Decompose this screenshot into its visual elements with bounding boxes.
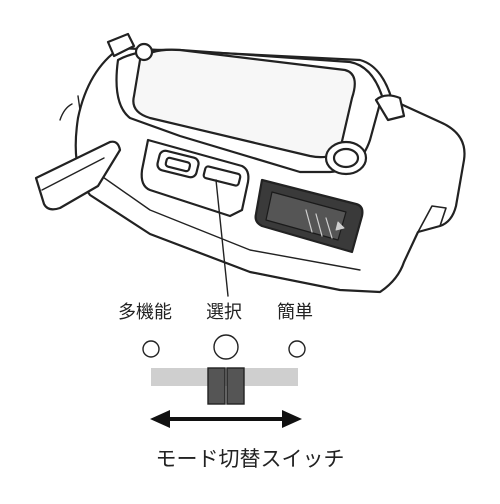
- mode-label-simple: 簡単: [277, 302, 313, 323]
- mode-indicator-select: [213, 334, 239, 360]
- slider-knob-left: [207, 367, 226, 405]
- port-cover-flap: [34, 140, 122, 211]
- corner-tab: [106, 32, 136, 58]
- mode-label-multi-function: 多機能: [118, 302, 172, 323]
- diagram-caption: モード切替スイッチ: [155, 447, 345, 471]
- mode-indicator-multi-function: [142, 340, 160, 358]
- mode-indicator-simple: [288, 340, 306, 358]
- leader-line: [215, 179, 229, 297]
- mode-switch-slot: [202, 165, 242, 187]
- double-headed-arrow-icon: [150, 410, 302, 428]
- rear-bump: [374, 94, 406, 122]
- slider-knob-right: [226, 367, 245, 405]
- screw: [134, 42, 154, 62]
- mode-label-select: 選択: [206, 302, 242, 323]
